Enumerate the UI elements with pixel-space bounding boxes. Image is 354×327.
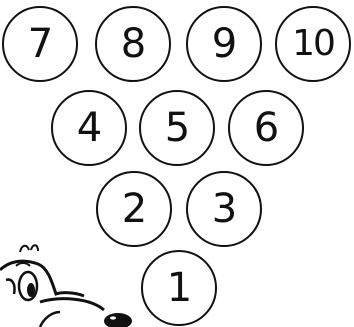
pin-7[interactable]: 7 <box>2 6 78 82</box>
pin-1[interactable]: 1 <box>141 250 217 326</box>
pin-5[interactable]: 5 <box>139 90 215 166</box>
pin-2[interactable]: 2 <box>96 171 172 247</box>
pin-9-label: 9 <box>212 24 236 64</box>
pin-6-label: 6 <box>254 108 278 148</box>
pin-10[interactable]: 10 <box>275 6 351 82</box>
pin-9[interactable]: 9 <box>186 6 262 82</box>
pin-2-label: 2 <box>122 189 146 229</box>
cartoon-character-peeking-icon <box>0 240 150 327</box>
pin-4[interactable]: 4 <box>51 90 127 166</box>
pin-4-label: 4 <box>77 108 101 148</box>
pin-1-label: 1 <box>167 268 191 308</box>
pin-8-label: 8 <box>121 24 145 64</box>
pin-6[interactable]: 6 <box>228 90 304 166</box>
pin-5-label: 5 <box>165 108 189 148</box>
pin-3-label: 3 <box>212 189 236 229</box>
pin-7-label: 7 <box>28 24 52 64</box>
pin-10-label: 10 <box>292 26 334 62</box>
pin-3[interactable]: 3 <box>186 171 262 247</box>
pin-8[interactable]: 8 <box>95 6 171 82</box>
